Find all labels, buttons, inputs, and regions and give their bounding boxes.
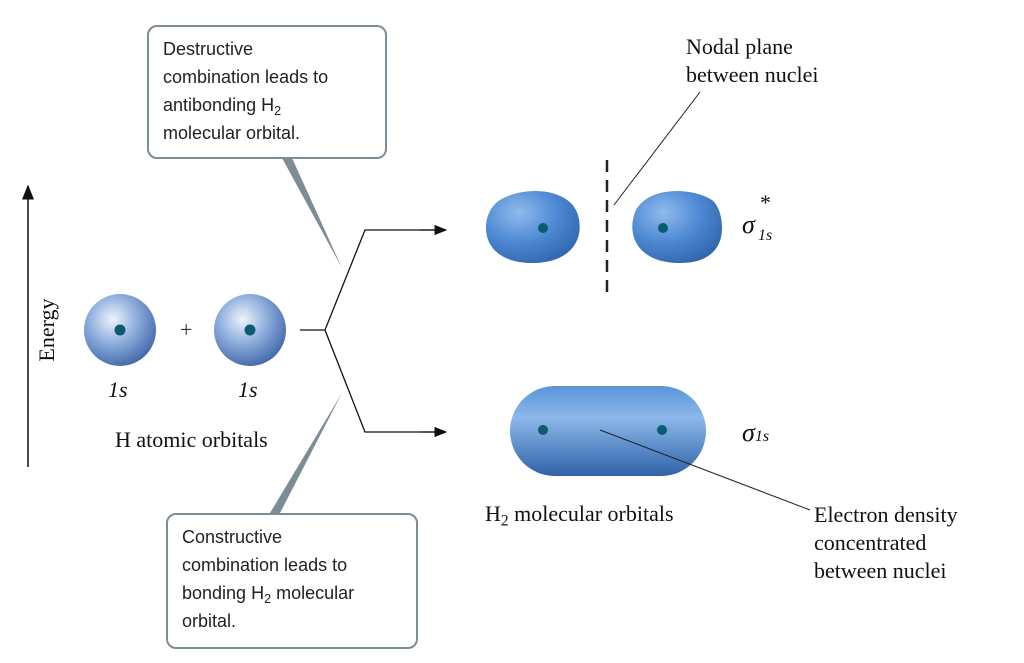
bonding-symbol: σ1s <box>742 418 769 452</box>
star: * <box>760 190 771 215</box>
callout-line: orbital. <box>182 611 237 631</box>
density-label: concentrated <box>814 530 927 555</box>
combination-lines <box>300 229 445 433</box>
antibonding-lobe-right <box>632 191 722 264</box>
callout-line: molecular orbital. <box>163 123 301 143</box>
constructive-pointer <box>270 393 342 513</box>
bonding-orbital <box>510 386 706 476</box>
density-label: Electron density <box>814 502 958 527</box>
sub: 1s <box>758 227 773 244</box>
nucleus-dot <box>244 324 256 336</box>
sigma: σ <box>742 418 755 447</box>
plus-sign: + <box>180 317 193 342</box>
callout-line: combination leads to <box>163 67 329 87</box>
callout-line: bonding H2 molecular <box>182 579 402 607</box>
subscript: 2 <box>500 512 509 530</box>
antibonding-symbol: σ <box>742 210 755 240</box>
nodal-plane-leader <box>613 91 701 206</box>
atomic-orbitals-caption: H atomic orbitals <box>115 427 268 452</box>
density-leader <box>599 429 811 511</box>
nucleus-dot <box>538 425 548 435</box>
nucleus-dot <box>657 425 667 435</box>
callout-text: molecular <box>271 583 355 603</box>
caption-text: molecular orbitals <box>508 501 674 526</box>
nucleus-dot <box>114 324 126 336</box>
destructive-callout: Destructive combination leads to antibon… <box>147 25 387 159</box>
molecular-orbitals-caption: H2 molecular orbitals <box>485 500 674 530</box>
sigma: σ <box>742 210 755 239</box>
energy-axis-label: Energy <box>34 298 59 362</box>
subscript: 2 <box>274 103 282 118</box>
callout-text: bonding H <box>182 583 265 603</box>
callout-line: Constructive <box>182 527 283 547</box>
density-label: between nuclei <box>814 558 947 583</box>
nodal-plane-label: between nuclei <box>686 62 819 87</box>
constructive-callout: Constructive combination leads to bondin… <box>166 513 418 649</box>
orbital-label-1s: 1s <box>238 377 258 402</box>
subscript: 2 <box>264 591 272 606</box>
orbital-label-1s: 1s <box>108 377 128 402</box>
callout-line: combination leads to <box>182 555 348 575</box>
callout-line: antibonding H2 <box>163 91 371 119</box>
callout-line: Destructive <box>163 39 254 59</box>
callout-text: antibonding H <box>163 95 275 115</box>
nucleus-dot <box>658 223 668 233</box>
nodal-plane-label: Nodal plane <box>686 34 793 59</box>
nucleus-dot <box>538 223 548 233</box>
antibonding-lobe-left <box>486 191 580 264</box>
sub: 1s <box>754 428 770 445</box>
destructive-pointer <box>282 158 342 268</box>
caption-text: H <box>485 501 501 526</box>
